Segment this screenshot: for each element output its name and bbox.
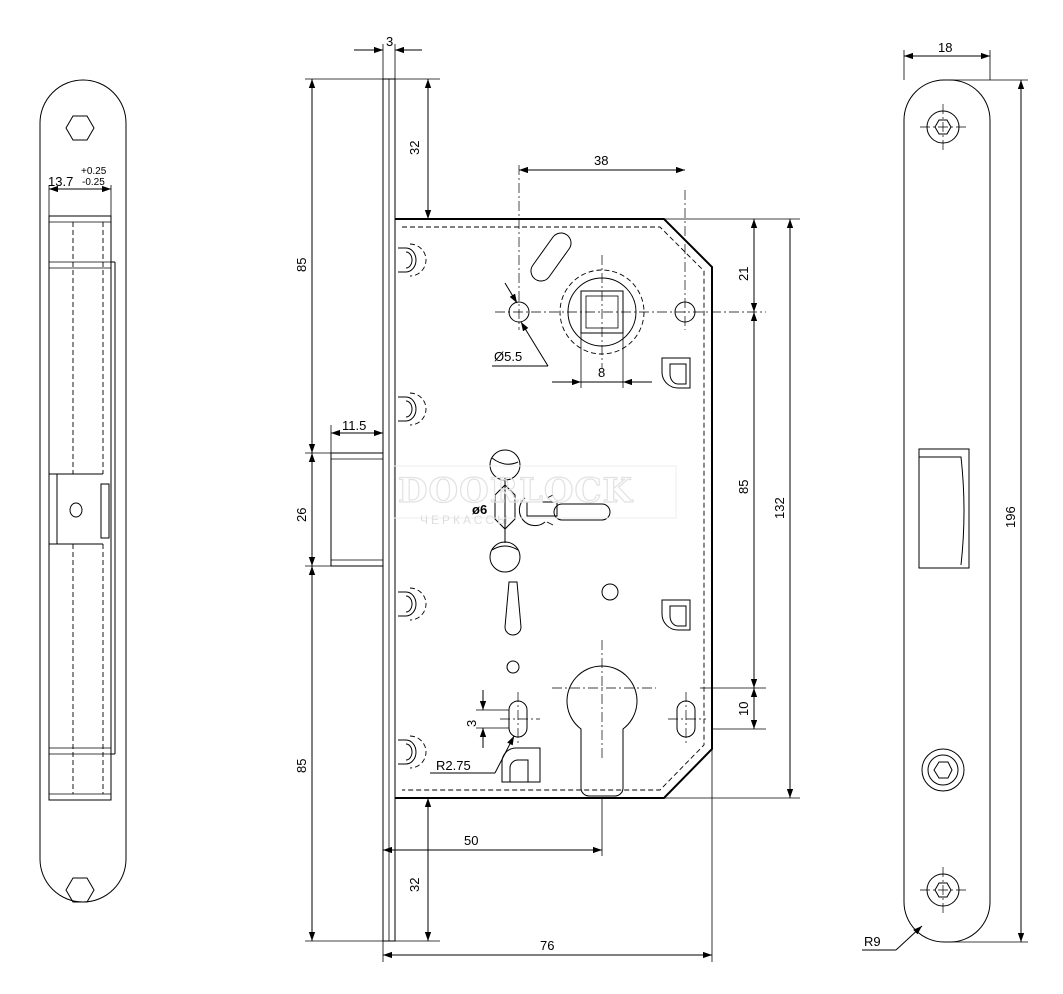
strike-plate-view: 18 196 R9 [862, 40, 1028, 951]
cylinder-offset-label: 10 [736, 702, 751, 716]
strike-length-label: 196 [1003, 506, 1018, 528]
backset-label: 50 [464, 833, 478, 848]
slot-width-label: 3 [464, 720, 479, 727]
u-clip-2 [398, 392, 427, 426]
latch-projection-label: 11.5 [342, 418, 366, 433]
euro-cylinder-cutout [566, 665, 638, 797]
bottom-bracket [501, 747, 541, 783]
u-clip-3 [398, 587, 427, 621]
faceplate-outline [39, 79, 127, 903]
watermark-city: ЧЕРКАССЫ [420, 513, 511, 527]
faceplate-thickness-label: 3 [386, 34, 393, 49]
slot-left [508, 700, 528, 738]
strike-width-label: 18 [938, 40, 952, 55]
tolerance-minus-label: -0.25 [82, 177, 105, 188]
top-offset-label: 32 [407, 141, 422, 155]
latch-mechanism: ø6 [472, 449, 611, 573]
watermark-brand: DOORLOCK [398, 471, 634, 511]
latch-hole-icon [69, 502, 83, 518]
upper-height-label: 85 [294, 258, 309, 272]
u-clip-4 [398, 735, 427, 769]
oblique-slot [530, 232, 572, 282]
pin-diameter-label: ø6 [472, 502, 487, 517]
spindle-cylinder-distance-label: 85 [736, 480, 751, 494]
hex-screw-bottom-icon [65, 877, 95, 903]
latch-height-label: 26 [294, 508, 309, 522]
hole-spacing-label: 38 [594, 153, 608, 168]
latch-bolt [330, 452, 384, 567]
bottom-offset-label: 32 [407, 878, 422, 892]
body-height-label: 132 [772, 497, 787, 519]
slot-right [676, 700, 696, 738]
strike-window [918, 448, 970, 569]
strike-radius-label: R9 [864, 934, 881, 949]
hex-screw-top-icon [65, 115, 95, 141]
small-hole [601, 583, 619, 601]
faceplate-front-view: 13.7 +0.25 -0.25 [39, 79, 127, 903]
screw-bottom-icon [920, 867, 966, 913]
corner-radius-label: R2.75 [436, 758, 471, 773]
screw-top-icon [920, 104, 966, 150]
total-depth-label: 76 [540, 938, 554, 953]
hole-diameter-label: Ø5.5 [494, 349, 522, 364]
spindle-top-offset-label: 21 [736, 267, 751, 281]
spindle-size-label: 8 [598, 365, 605, 380]
small-pin [506, 660, 520, 674]
faceplate-inner-body [48, 215, 112, 801]
u-clip-1 [398, 243, 427, 277]
watermark: DOORLOCK ЧЕРКАССЫ [393, 465, 677, 527]
lock-body-outline [395, 218, 713, 799]
lock-body-side-view: ø6 3 32 [294, 34, 800, 962]
lever-pin [504, 581, 522, 636]
tolerance-plus-label: +0.25 [81, 166, 107, 177]
lower-height-label: 85 [294, 759, 309, 773]
latch-tab [100, 483, 110, 539]
strike-plate-outline [903, 79, 991, 943]
screw-middle-icon [921, 748, 965, 792]
faceplate-width-label: 13.7 [48, 174, 73, 189]
lower-hook [661, 599, 691, 631]
upper-hook [661, 357, 691, 389]
